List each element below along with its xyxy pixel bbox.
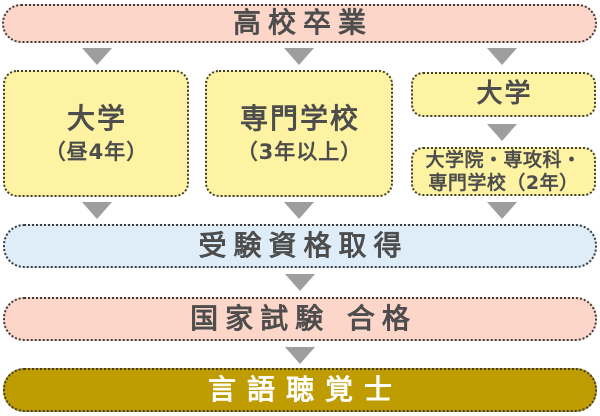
step-university-day: 大学 （昼4年） [3,70,189,197]
step-graduate-school: 大学院・専攻科・ 専門学校（2年） [411,147,596,196]
step-license-label: 言語聴覚士 [207,372,403,406]
arrow-down-icon [487,124,517,141]
arrow-down-icon [82,202,112,219]
arrow-down-icon [487,202,517,219]
step-national-exam: 国家試験 合格 [3,297,597,341]
step-university-label: 大学 [476,78,533,109]
arrow-down-icon [284,202,314,219]
step-university: 大学 [411,72,596,117]
arrow-down-icon [487,48,517,65]
step-highschool-graduation: 高校卒業 [2,4,597,43]
step-university-day-title: 大学 [66,101,127,135]
arrow-down-icon [285,347,315,364]
arrow-down-icon [82,48,112,65]
step-vocational-title: 専門学校 [239,101,360,135]
step-vocational-school: 専門学校 （3年以上） [205,70,393,197]
step-highschool-label: 高校卒業 [232,6,373,40]
step-vocational-subtitle: （3年以上） [236,140,363,165]
step-graduate-line1: 大学院・専攻科・ [425,148,582,171]
step-graduate-line2: 専門学校（2年） [428,171,579,194]
arrow-down-icon [284,48,314,65]
step-eligibility-label: 受験資格取得 [198,228,409,262]
step-speech-therapist-license: 言語聴覚士 [3,368,597,412]
step-exam-label: 国家試験 合格 [190,301,417,335]
step-university-day-subtitle: （昼4年） [44,140,149,165]
step-exam-eligibility: 受験資格取得 [3,224,597,268]
arrow-down-icon [285,274,315,291]
